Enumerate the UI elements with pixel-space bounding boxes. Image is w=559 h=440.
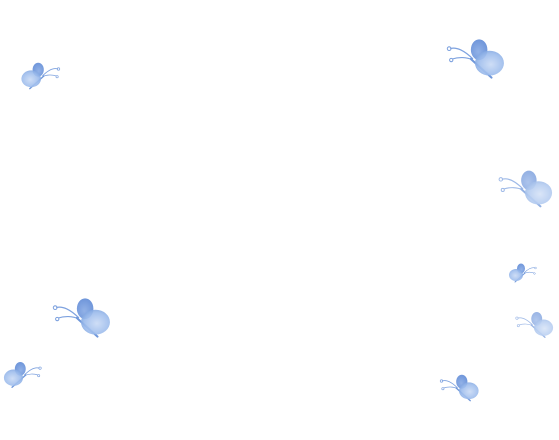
butterfly-icon: [20, 60, 62, 92]
butterfly-icon: [2, 360, 44, 390]
butterfly-icon: [513, 310, 555, 340]
butterfly-icon: [496, 166, 554, 212]
butterfly-icon: [438, 372, 480, 404]
butterfly-icon: [444, 36, 506, 82]
butterfly-icon: [508, 262, 538, 284]
butterfly-icon: [50, 295, 112, 341]
